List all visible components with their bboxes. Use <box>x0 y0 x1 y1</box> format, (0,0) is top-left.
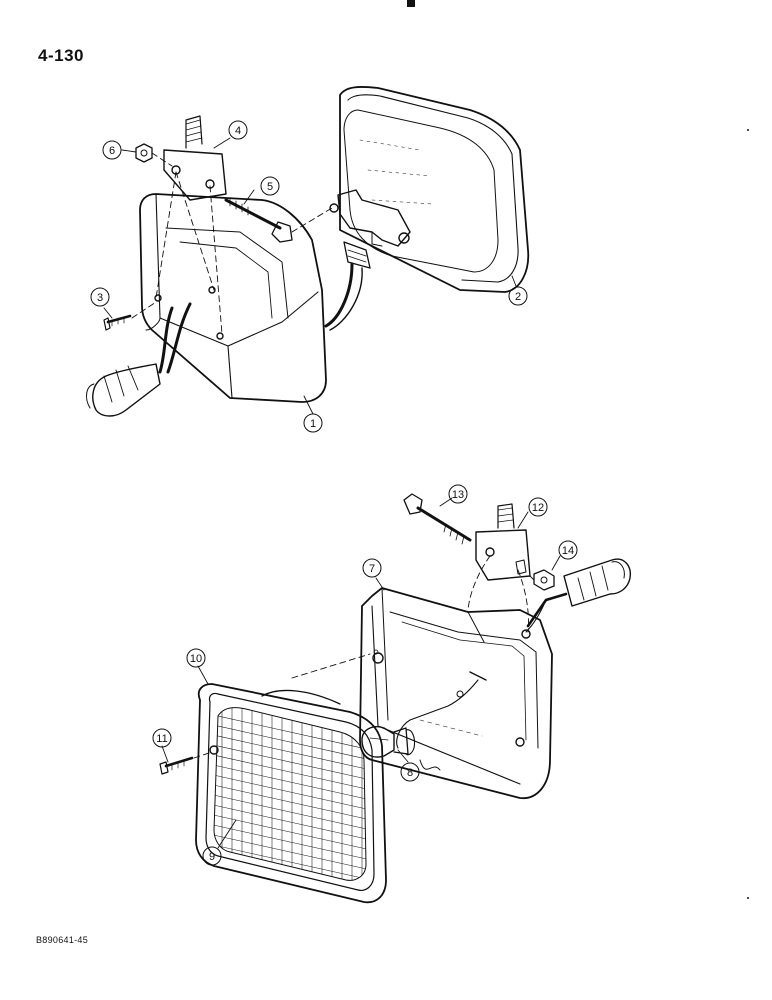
callout-11: 11 <box>152 728 172 748</box>
work-lamp-nut <box>533 569 555 591</box>
page-number: 4-130 <box>38 46 84 65</box>
callout-label: 2 <box>515 291 521 303</box>
callout-8: 8 <box>400 762 420 782</box>
callout-6: 6 <box>102 140 122 160</box>
lamp-head-reflector <box>339 86 530 293</box>
callout-label: 1 <box>310 418 316 430</box>
long-bolt <box>224 197 293 243</box>
housing-wire-plug <box>86 302 192 417</box>
callout-label: 10 <box>190 653 202 665</box>
mounting-bracket <box>163 115 227 201</box>
scan-speck <box>747 897 749 899</box>
callout-label: 14 <box>562 545 574 557</box>
work-lamp-bolt <box>403 493 472 545</box>
assembly-guide-lines-top <box>131 152 333 335</box>
callout-label: 11 <box>156 733 167 745</box>
callout-9: 9 <box>202 846 222 866</box>
callout-label: 12 <box>532 502 544 514</box>
work-lamp-bracket <box>475 503 531 581</box>
assembly-guide-lines-bottom <box>193 555 535 759</box>
callout-4: 4 <box>228 120 248 140</box>
callout-label: 9 <box>209 851 215 863</box>
lens-frame <box>195 683 387 904</box>
work-lamp-housing <box>359 587 553 799</box>
callout-14: 14 <box>558 540 578 560</box>
callout-12: 12 <box>528 497 548 517</box>
lamp-housing <box>139 193 327 403</box>
scan-speck <box>747 129 749 131</box>
callout-7: 7 <box>362 558 382 578</box>
nut <box>135 143 153 163</box>
figure-code: B890641-45 <box>36 935 89 945</box>
callout-2: 2 <box>508 286 528 306</box>
callout-label: 8 <box>407 767 413 779</box>
callout-1: 1 <box>303 413 323 433</box>
lens-grid <box>213 707 367 881</box>
callout-label: 6 <box>109 145 115 157</box>
callout-10: 10 <box>186 648 206 668</box>
page-top-mark <box>407 0 415 7</box>
callout-label: 4 <box>235 125 241 137</box>
callout-label: 3 <box>97 292 103 304</box>
small-screw <box>103 314 132 331</box>
callout-3: 3 <box>90 287 110 307</box>
work-lamp-connector <box>525 558 631 633</box>
lens-screw <box>159 756 194 775</box>
callout-5: 5 <box>260 176 280 196</box>
callout-leaders <box>103 137 561 849</box>
callout-label: 13 <box>452 489 464 501</box>
callout-label: 7 <box>369 563 375 575</box>
callout-13: 13 <box>448 484 468 504</box>
callout-label: 5 <box>267 181 273 193</box>
lamp-head-bracket <box>329 189 411 269</box>
